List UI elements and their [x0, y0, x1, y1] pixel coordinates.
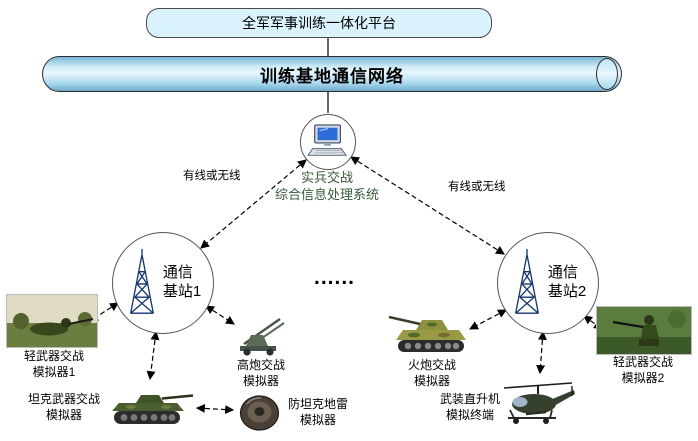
edge-tank-mine: [195, 403, 235, 415]
platform-title: 全军军事训练一体化平台: [242, 15, 396, 31]
antenna-tower-icon: [514, 249, 539, 314]
tank-photo: [106, 382, 194, 428]
label-helicopter: 武装直升机 模拟终端: [438, 392, 502, 423]
processor-label: 实兵交战 综合信息处理系统: [252, 170, 402, 204]
label-line: 火炮交战: [407, 358, 456, 372]
mine-image-icon: [239, 395, 280, 431]
station-1-label: 通信 基站1: [163, 264, 201, 302]
station-2-line2: 基站2: [547, 283, 587, 300]
label-artillery: 火炮交战 模拟器: [398, 358, 466, 389]
soldier-photo-2: [596, 306, 692, 355]
station-1-line1: 通信: [162, 264, 193, 282]
station-1-line2: 基站1: [162, 283, 202, 300]
computer-icon: [307, 124, 347, 156]
station-2-line1: 通信: [547, 264, 578, 282]
link-label-right: 有线或无线: [448, 181, 506, 193]
tank-image-icon: [112, 394, 194, 424]
link-label-left: 有线或无线: [183, 170, 241, 182]
artillery-photo: [386, 306, 474, 356]
label-aa-gun: 高炮交战 模拟器: [218, 358, 304, 389]
helicopter-photo: [500, 376, 578, 434]
edge-station1-tank: [146, 330, 160, 381]
label-line: 武装直升机: [439, 392, 500, 406]
soldier-image-icon: [597, 307, 691, 354]
label-line: 模拟器: [413, 373, 450, 388]
processor-label-line2: 综合信息处理系统: [274, 186, 379, 202]
antenna-tower-icon: [129, 249, 154, 314]
label-light-weapon-2: 轻武器交战 模拟器2: [599, 355, 687, 386]
ellipsis-dots: ......: [314, 266, 356, 289]
edge-station2-helicopter: [536, 330, 547, 375]
label-line: 模拟器: [45, 407, 82, 422]
processor-label-line1: 实兵交战: [300, 170, 353, 185]
network-title: 训练基地通信网络: [260, 66, 404, 86]
label-anti-tank-mine: 防坦克地雷 模拟器: [284, 397, 352, 428]
label-light-weapon-1: 轻武器交战 模拟器1: [8, 349, 100, 380]
soldier-image-icon: [7, 295, 97, 347]
soldier-photo-1: [6, 294, 98, 348]
label-line: 模拟器: [242, 373, 279, 388]
artillery-image-icon: [388, 315, 466, 352]
label-line: 坦克武器交战: [27, 392, 100, 406]
label-line: 轻武器交战: [23, 349, 84, 363]
station-2-label: 通信 基站2: [548, 264, 586, 302]
platform-box: 全军军事训练一体化平台: [146, 8, 492, 38]
network-cylinder: 训练基地通信网络: [42, 56, 622, 92]
label-line: 模拟终端: [445, 407, 494, 422]
base-station-2: 通信 基站2: [497, 232, 599, 334]
base-station-1: 通信 基站1: [112, 232, 214, 334]
label-line: 轻武器交战: [612, 355, 673, 369]
cylinder-end-cap: [596, 58, 618, 90]
label-line: 模拟器: [299, 412, 336, 427]
aa-gun-image-icon: [240, 318, 285, 356]
helicopter-image-icon: [503, 382, 575, 424]
label-line: 模拟器2: [621, 370, 665, 385]
label-line: 高炮交战: [236, 358, 285, 372]
edge-station2-artillery: [469, 309, 507, 330]
label-line: 模拟器1: [32, 364, 76, 379]
label-line: 防坦克地雷: [287, 397, 348, 411]
mine-photo: [237, 392, 282, 434]
aa-gun-photo: [228, 310, 296, 356]
label-tank-weapon: 坦克武器交战 模拟器: [22, 392, 106, 423]
processor-node: [300, 114, 356, 170]
